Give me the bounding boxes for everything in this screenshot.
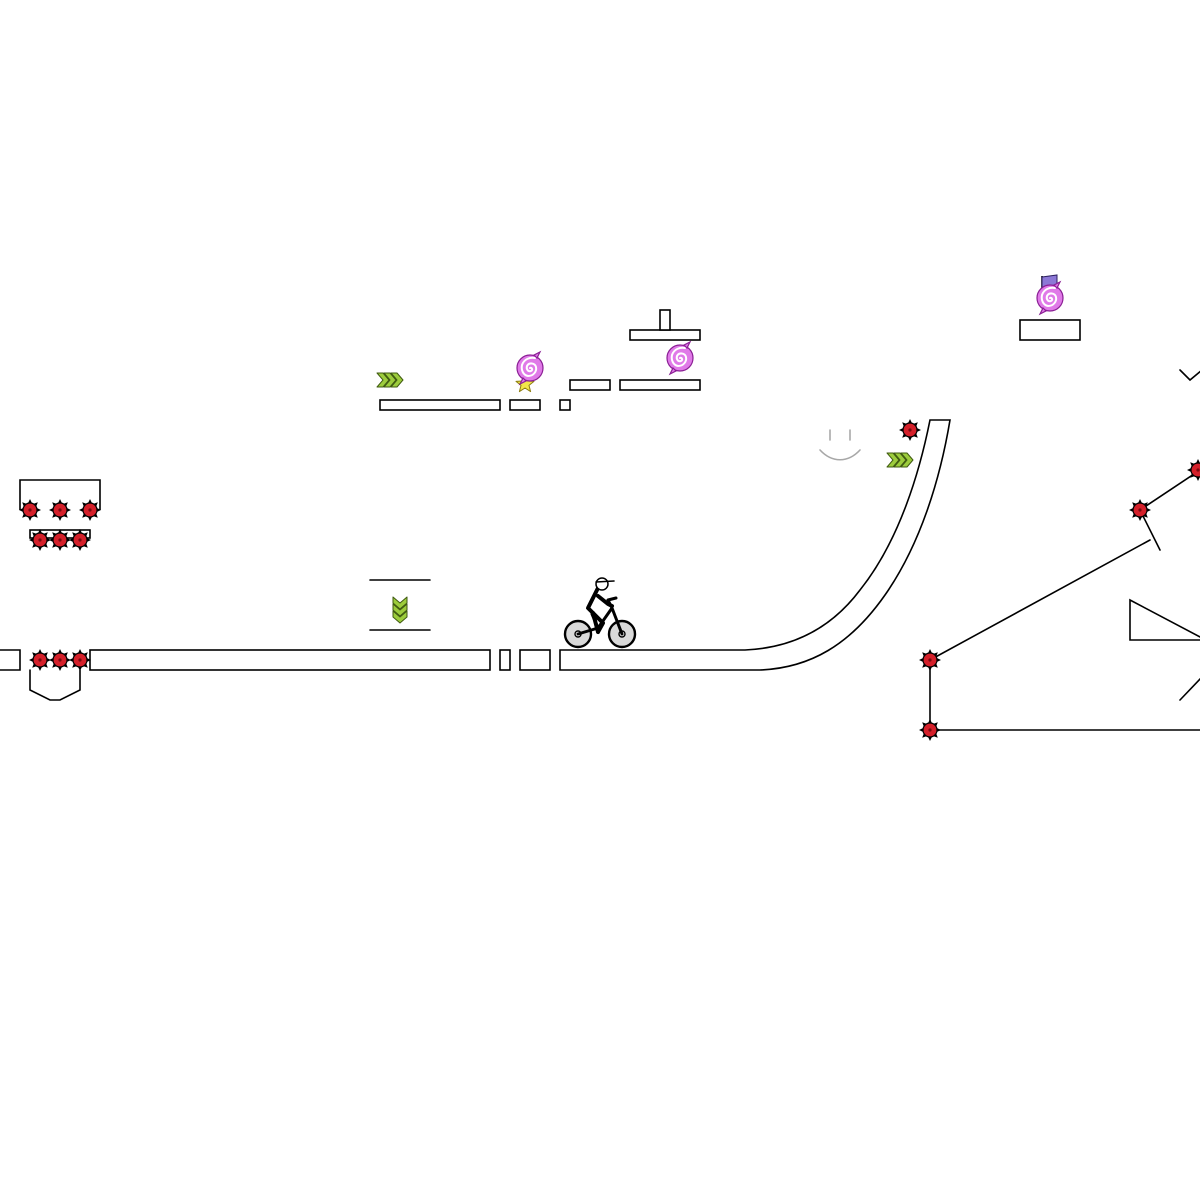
rider-legs	[591, 611, 605, 634]
chevron-boost-icon	[376, 372, 404, 388]
ghost-smiley-scenery	[819, 429, 861, 461]
wedge-block	[1129, 598, 1200, 641]
swirl-portal-icon	[666, 341, 694, 375]
chevron-boost-icon	[886, 452, 914, 468]
platform-checkpoint	[1019, 319, 1081, 341]
top-right-chevron-line	[1179, 369, 1200, 382]
chevron-boost-icon	[392, 596, 408, 624]
ground-track	[0, 419, 951, 701]
swirl-portal-icon	[1036, 281, 1064, 315]
spike-hazards	[18, 418, 1200, 742]
platform-medium	[509, 399, 541, 411]
spiked-mine-icon	[48, 648, 72, 672]
spiked-mine-icon	[48, 528, 72, 552]
platform-step-right	[619, 379, 701, 391]
spiked-mine-icon	[18, 498, 42, 522]
diagonal-ramp-line	[929, 539, 1151, 661]
spike-box-left	[19, 479, 101, 510]
rider-arm	[596, 594, 614, 608]
rider-torso	[586, 586, 600, 615]
teleport-portals	[516, 341, 694, 385]
swirl-portal-icon	[516, 351, 544, 385]
spiked-mine-icon	[1128, 498, 1152, 522]
upper-diagonal-line	[1139, 469, 1200, 511]
spiked-mine-icon	[918, 718, 942, 742]
ground-segment-small	[499, 649, 511, 671]
rider-head	[595, 577, 609, 591]
checkpoint-flag-icon	[1036, 274, 1064, 315]
spiked-mine-icon	[68, 648, 92, 672]
spiked-mine-icon	[28, 528, 52, 552]
ground-segment-short	[519, 649, 551, 671]
ground-segment-long	[89, 649, 491, 671]
spiked-mine-icon	[48, 498, 72, 522]
spiked-mine-icon	[68, 528, 92, 552]
lower-slant-line	[1179, 677, 1200, 701]
floating-platforms	[19, 309, 1081, 539]
platform-long	[379, 399, 501, 411]
platform-tiny	[559, 399, 571, 411]
quarter-pipe-ramp	[559, 419, 951, 671]
platform-step-low	[569, 379, 611, 391]
pit-basket	[29, 669, 81, 701]
bmx-rider-icon[interactable]	[563, 577, 637, 649]
right-line-structures	[369, 369, 1200, 731]
spiked-mine-icon	[78, 498, 102, 522]
spiked-mine-icon	[898, 418, 922, 442]
ground-segment-left-edge	[0, 649, 21, 671]
spiked-mine-icon	[918, 648, 942, 672]
platform-top	[629, 329, 701, 341]
platform-top-post	[659, 309, 671, 331]
spiked-mine-icon	[28, 648, 52, 672]
